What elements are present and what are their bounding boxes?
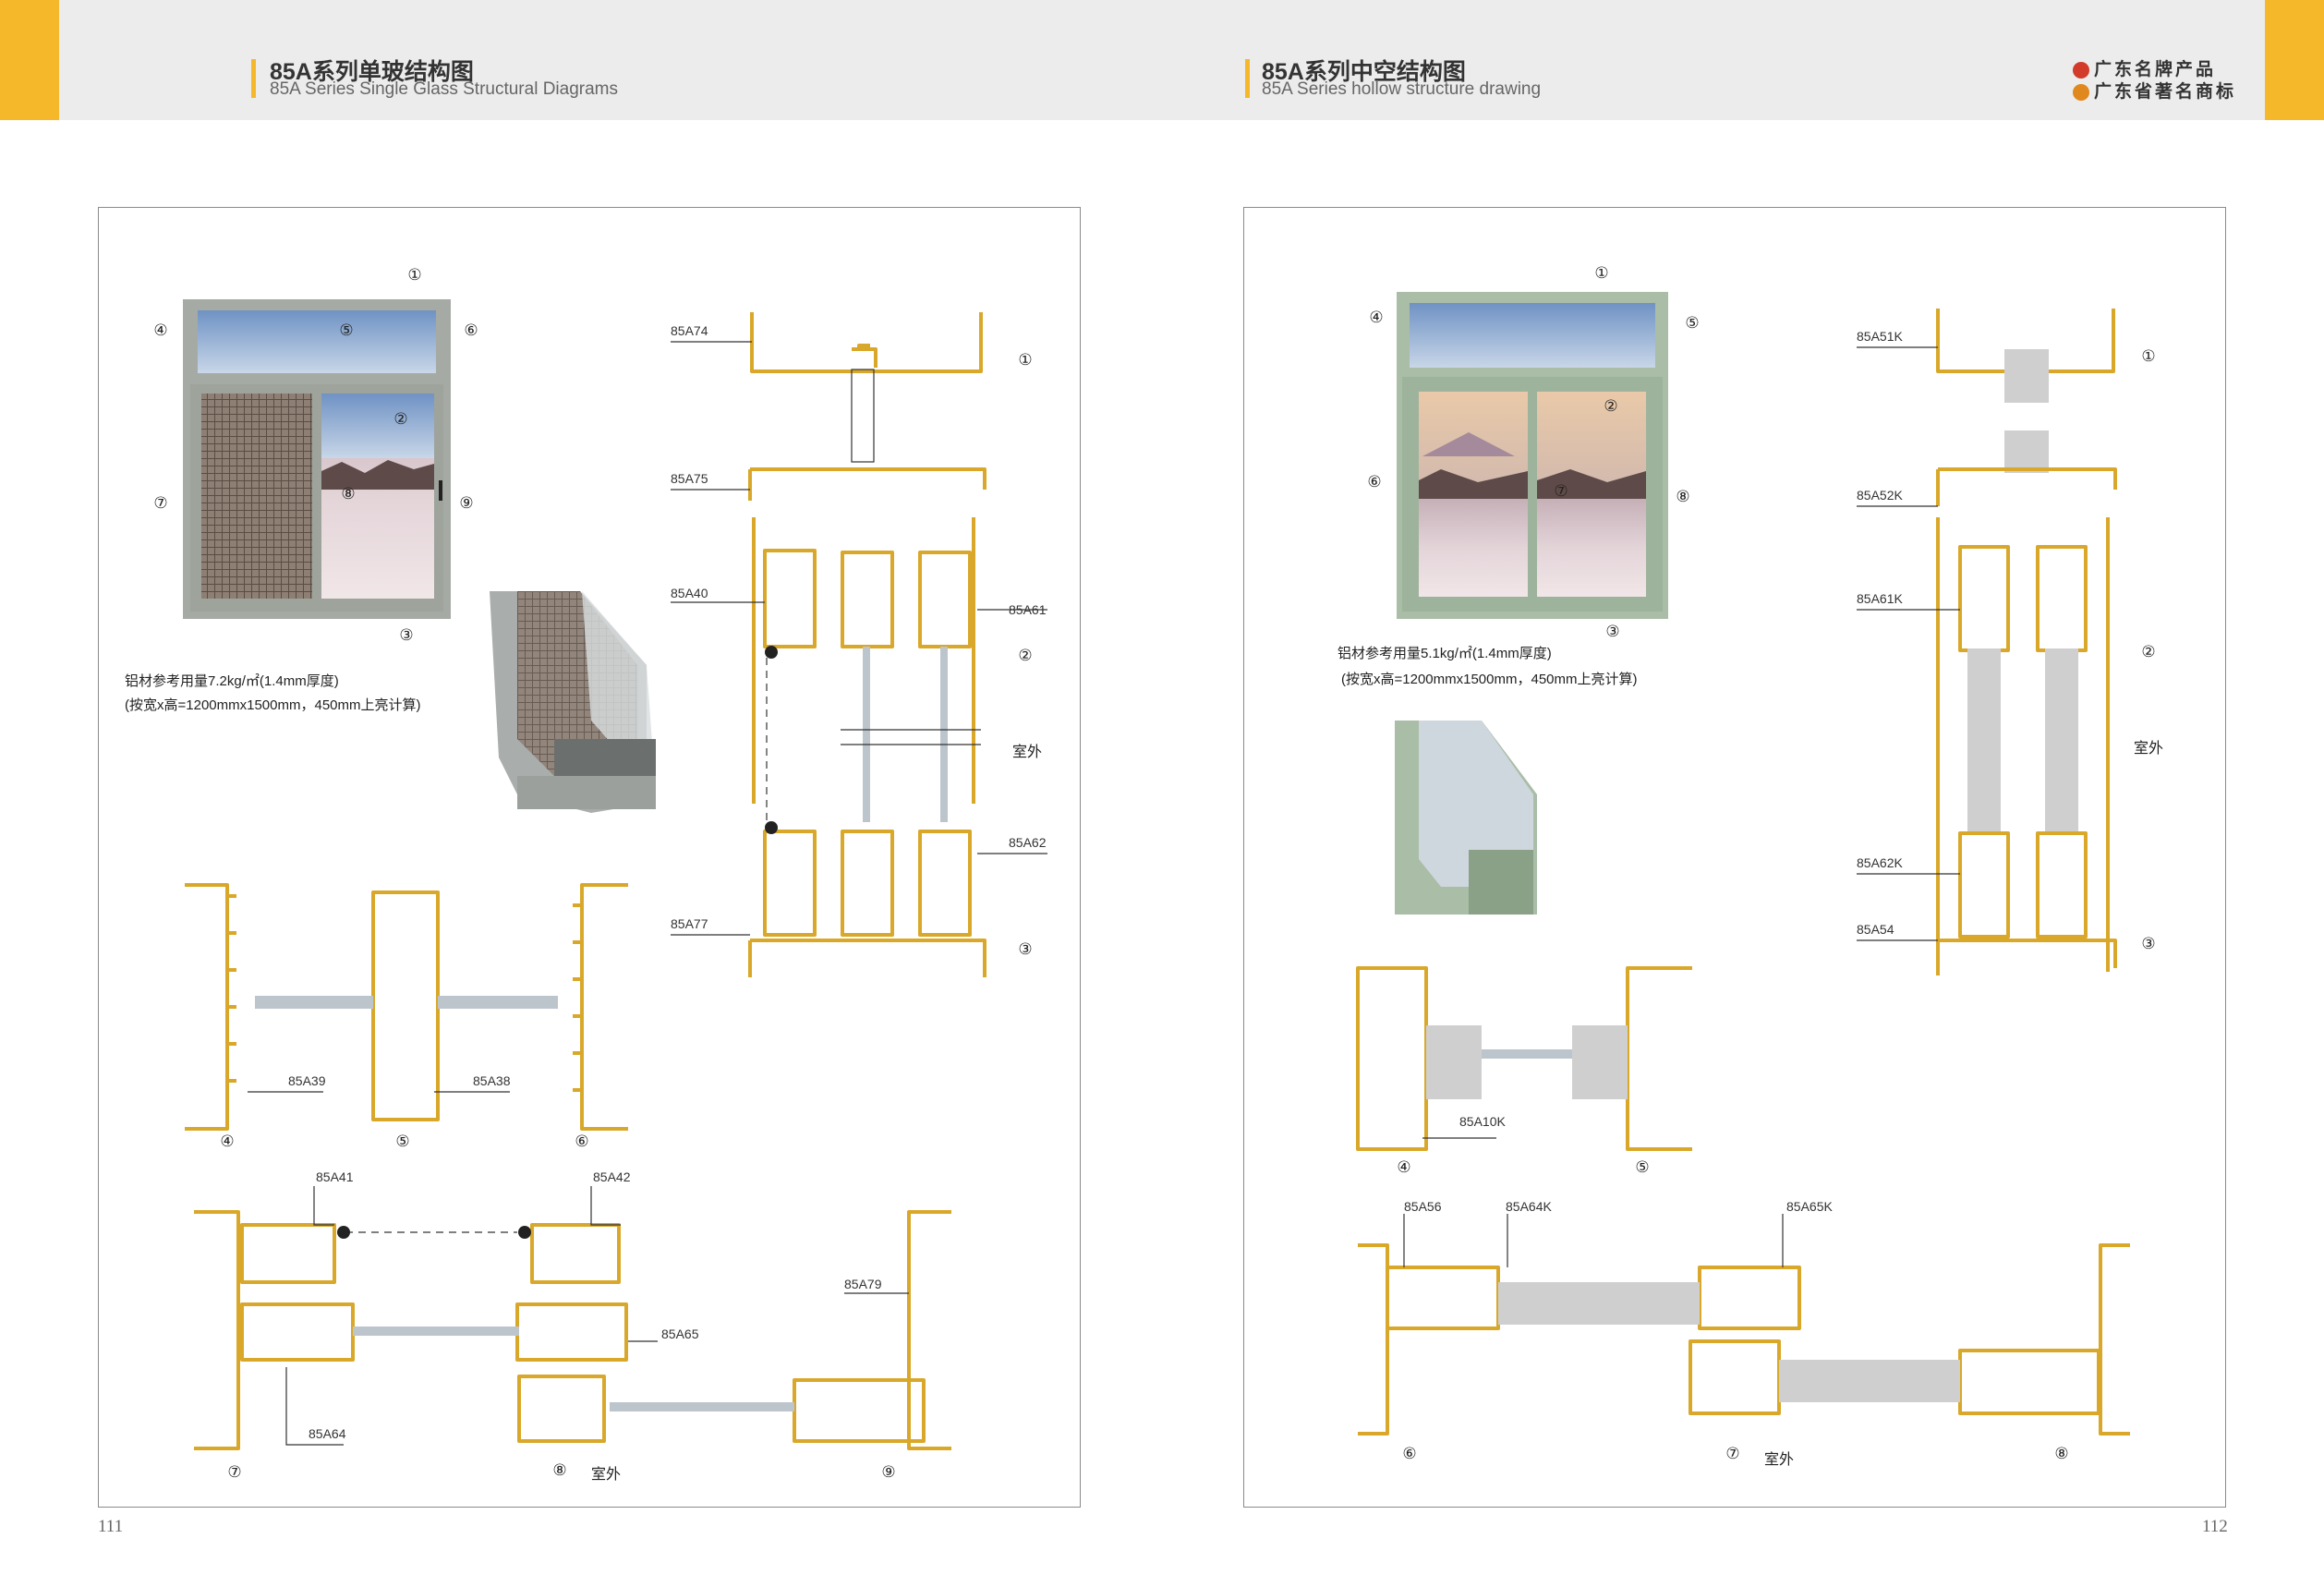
- outside-label-bottom: 室外: [591, 1467, 622, 1483]
- callout-3: ③: [399, 626, 414, 644]
- hollow-section-callout-6: ⑥: [1402, 1445, 1417, 1462]
- hollow-glass-section-678: [1358, 1243, 2130, 1436]
- hollow-section-callout-5: ⑤: [1635, 1158, 1650, 1176]
- right-title-bar: [1245, 59, 1250, 98]
- profile-label-85a75: 85A75: [671, 471, 708, 486]
- profile-label-85a39: 85A39: [288, 1073, 326, 1088]
- hollow-glass-window-photo: [1397, 292, 1668, 619]
- hollow-section-callout-7: ⑦: [1725, 1445, 1740, 1462]
- profile-label-85a38: 85A38: [473, 1073, 511, 1088]
- section-callout-3: ③: [1018, 940, 1033, 958]
- section-callout-2: ②: [1018, 647, 1033, 664]
- hollow-section-callout-2: ②: [2141, 643, 2156, 660]
- callout-8: ⑧: [341, 485, 356, 503]
- profile-label-85a64k: 85A64K: [1506, 1199, 1552, 1214]
- profile-label-85a40: 85A40: [671, 586, 708, 600]
- calculation-basis-note: (按宽x高=1200mmx1500mm，450mm上亮计算): [125, 697, 421, 713]
- hollow-callout-5: ⑤: [1685, 314, 1700, 332]
- brand-line-2: 广东省著名商标: [2073, 78, 2236, 103]
- callout-9: ⑨: [459, 494, 474, 512]
- profile-label-85a51k: 85A51K: [1857, 329, 1903, 344]
- profile-label-85a62k: 85A62K: [1857, 855, 1903, 870]
- single-glass-section-456: [185, 883, 628, 1131]
- hollow-callout-8: ⑧: [1676, 488, 1690, 505]
- profile-label-85a10k: 85A10K: [1459, 1114, 1506, 1129]
- callout-6: ⑥: [464, 321, 478, 339]
- profile-label-85a41: 85A41: [316, 1169, 354, 1184]
- page-header: 85A系列单玻结构图 85A Series Single Glass Struc…: [0, 0, 2324, 120]
- left-page-frame: [98, 207, 1081, 1508]
- hollow-callout-4: ④: [1369, 309, 1384, 326]
- section-callout-7: ⑦: [227, 1463, 242, 1481]
- right-title: 85A系列中空结构图: [1262, 59, 1466, 85]
- brand-badge-icon: [2073, 61, 2089, 79]
- hollow-material-usage-note: 铝材参考用量5.1kg/㎡(1.4mm厚度): [1338, 646, 1552, 661]
- hollow-callout-6: ⑥: [1367, 473, 1382, 491]
- right-subtitle: 85A Series hollow structure drawing: [1262, 79, 1542, 99]
- profile-label-85a61: 85A61: [1009, 602, 1047, 617]
- profile-label-85a52k: 85A52K: [1857, 488, 1903, 503]
- page-number-right: 112: [2202, 1517, 2228, 1536]
- hollow-glass-vertical-section: [1936, 309, 2117, 975]
- left-title: 85A系列单玻结构图: [270, 59, 474, 85]
- profile-label-85a65k: 85A65K: [1786, 1199, 1833, 1214]
- brand-line-1: 广东名牌产品: [2073, 55, 2216, 80]
- profile-label-85a56: 85A56: [1404, 1199, 1442, 1214]
- callout-4: ④: [153, 321, 168, 339]
- hollow-calculation-basis-note: (按宽x高=1200mmx1500mm，450mm上亮计算): [1341, 672, 1638, 687]
- outside-label: 室外: [1012, 745, 1043, 760]
- section-callout-5: ⑤: [395, 1133, 410, 1150]
- profile-label-85a77: 85A77: [671, 916, 708, 931]
- right-accent-tab: [2265, 0, 2324, 120]
- hollow-outside-label-bottom: 室外: [1764, 1452, 1795, 1468]
- right-page-frame: [1243, 207, 2226, 1508]
- left-accent-tab: [0, 0, 59, 120]
- section-callout-6: ⑥: [575, 1133, 589, 1150]
- hollow-callout-3: ③: [1605, 623, 1620, 640]
- single-glass-window-photo: [183, 299, 451, 619]
- hollow-callout-2: ②: [1604, 397, 1618, 415]
- single-glass-vertical-section: [748, 312, 986, 977]
- profile-label-85a62: 85A62: [1009, 835, 1047, 850]
- hollow-glass-profile-corner: [1395, 721, 1537, 915]
- section-callout-4: ④: [220, 1133, 235, 1150]
- hollow-section-callout-1: ①: [2141, 347, 2156, 365]
- hollow-section-callout-4: ④: [1397, 1158, 1411, 1176]
- callout-7: ⑦: [153, 494, 168, 512]
- hollow-glass-section-45: [1356, 966, 1692, 1151]
- profile-label-85a54: 85A54: [1857, 922, 1894, 937]
- profile-label-85a74: 85A74: [671, 323, 708, 338]
- page-number-left: 111: [98, 1517, 124, 1536]
- hollow-section-callout-8: ⑧: [2054, 1445, 2069, 1462]
- single-glass-profile-corner: [490, 591, 656, 813]
- profile-label-85a42: 85A42: [593, 1169, 631, 1184]
- profile-label-85a65: 85A65: [661, 1327, 699, 1341]
- hollow-section-callout-3: ③: [2141, 935, 2156, 952]
- callout-1: ①: [407, 266, 422, 284]
- section-callout-8: ⑧: [552, 1461, 567, 1479]
- profile-label-85a64: 85A64: [309, 1426, 346, 1441]
- hollow-callout-1: ①: [1594, 264, 1609, 282]
- hollow-outside-label: 室外: [2134, 741, 2164, 757]
- profile-label-85a61k: 85A61K: [1857, 591, 1903, 606]
- hollow-callout-7: ⑦: [1554, 482, 1568, 500]
- section-callout-9: ⑨: [881, 1463, 896, 1481]
- left-subtitle: 85A Series Single Glass Structural Diagr…: [270, 79, 618, 99]
- callout-5: ⑤: [339, 321, 354, 339]
- leader-lines: [248, 341, 1960, 1446]
- section-callout-1: ①: [1018, 351, 1033, 369]
- material-usage-note: 铝材参考用量7.2kg/㎡(1.4mm厚度): [125, 673, 339, 689]
- callout-2: ②: [393, 410, 408, 428]
- left-title-bar: [251, 59, 256, 98]
- brand-seal-icon: [2073, 83, 2089, 101]
- profile-label-85a79: 85A79: [844, 1277, 882, 1291]
- single-glass-section-789: [194, 1210, 951, 1450]
